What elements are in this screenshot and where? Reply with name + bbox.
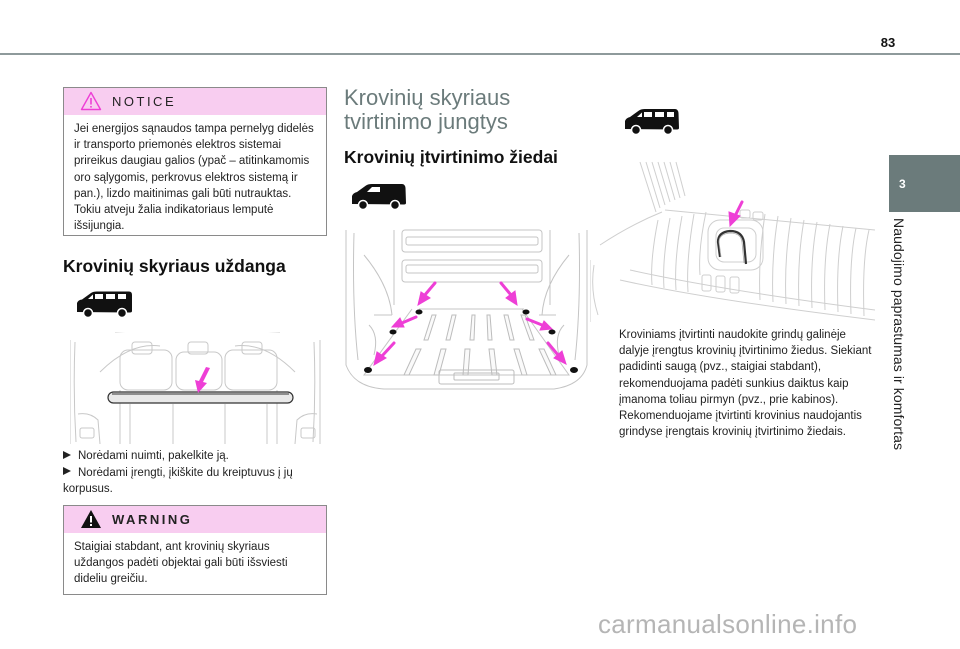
chapter-number: 3 bbox=[899, 177, 906, 191]
pointer-arrow bbox=[195, 367, 210, 393]
cargo-floor-illustration bbox=[345, 229, 588, 390]
passenger-van-icon bbox=[625, 109, 679, 135]
cover-heading: Krovinių skyriaus uždanga bbox=[63, 256, 286, 276]
notice-text: Jei energijos sąnaudos tampa pernelyg di… bbox=[74, 123, 314, 233]
bullet-arrow-icon bbox=[63, 467, 71, 476]
passenger-van-icon bbox=[77, 291, 132, 318]
warning-header: WARNING bbox=[64, 506, 326, 533]
warning-triangle-outline-icon bbox=[80, 91, 102, 111]
warning-triangle-filled-icon bbox=[81, 510, 101, 528]
chapter-title: Naudojimo paprastumas ir komfortas bbox=[889, 218, 919, 498]
warning-label: WARNING bbox=[112, 512, 193, 527]
cargo-cover-illustration bbox=[70, 332, 321, 444]
chapter-tab[interactable]: 3 bbox=[889, 155, 960, 212]
pointer-arrows bbox=[373, 281, 567, 367]
cover-step: Norėdami įrengti, įkiškite du kreiptuvus… bbox=[63, 466, 293, 495]
notice-label: NOTICE bbox=[112, 94, 177, 109]
page-number: 83 bbox=[880, 35, 896, 50]
floor-rails bbox=[403, 314, 557, 376]
panel-van-icon bbox=[352, 184, 406, 210]
warning-box: WARNING Staigiai stabdant, ant krovinių … bbox=[63, 505, 327, 595]
pointer-arrow bbox=[728, 200, 744, 228]
anchor-rings bbox=[364, 309, 578, 373]
anchor-description: Kroviniams įtvirtinti naudokite grindų g… bbox=[619, 329, 872, 439]
notice-header: NOTICE bbox=[64, 88, 326, 115]
section-title: Krovinių skyriaus tvirtinimo jungtys bbox=[344, 85, 511, 134]
bullet-arrow-icon bbox=[63, 450, 71, 459]
anchor-subheading: Krovinių įtvirtinimo žiedai bbox=[344, 147, 558, 167]
chapter-title-text: Naudojimo paprastumas ir komfortas bbox=[891, 218, 907, 451]
anchor-ring-illustration bbox=[590, 161, 875, 322]
header-rule bbox=[0, 53, 960, 55]
notice-box: NOTICE Jei energijos sąnaudos tampa pern… bbox=[63, 87, 327, 236]
warning-text: Staigiai stabdant, ant krovinių skyriaus… bbox=[74, 541, 288, 586]
cover-step: Norėdami nuimti, pakelkite ją. bbox=[63, 448, 328, 465]
cover-steps: Norėdami nuimti, pakelkite ją. Norėdami … bbox=[63, 448, 328, 498]
watermark: carmanualsonline.info bbox=[598, 609, 858, 639]
